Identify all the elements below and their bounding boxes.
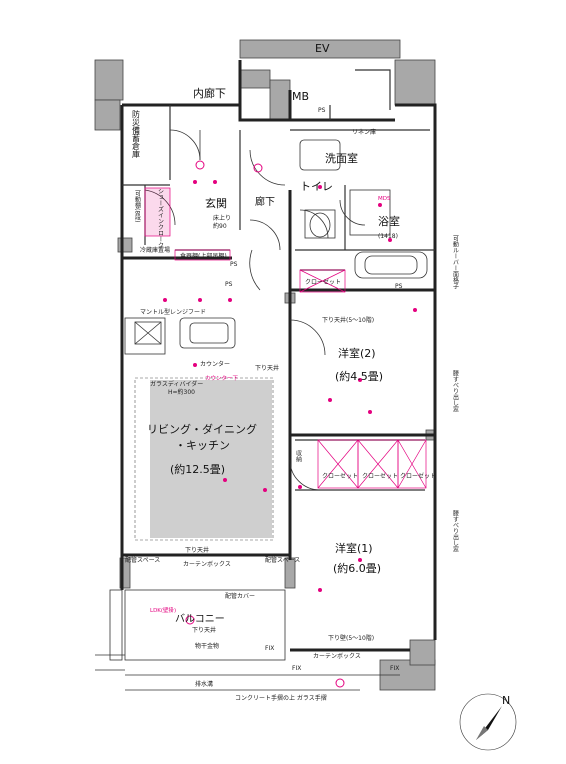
kitchen [124, 317, 236, 355]
label-hallway: 廊下 [255, 195, 275, 208]
label-closet-3: クローゼット [362, 472, 398, 480]
label-western2: 洋室(2) [338, 346, 376, 360]
label-mb: MB [292, 90, 309, 103]
label-movable-lattice: 可動ルーバー面格子 [452, 235, 459, 289]
label-downstairs-ceiling-ldk: 下り天井 [185, 546, 209, 554]
label-western1: 洋室(1) [335, 541, 373, 555]
label-balcony: バルコニー [175, 613, 225, 625]
label-drain: 排水溝 [195, 680, 213, 688]
label-curtain-box-ldk: カーテンボックス [183, 560, 231, 568]
compass-label: N [502, 694, 510, 707]
label-toilet: トイレ [300, 180, 333, 193]
label-pipe-space-1: 配管スペース [125, 556, 160, 564]
label-shoe-closet: シューズインクローク [157, 188, 164, 248]
label-ldk-1: リビング・ダイニング [147, 422, 257, 436]
bath-fixtures [299, 139, 428, 279]
label-ps-2: PS [225, 281, 233, 288]
north-compass: N [459, 693, 517, 751]
closets [144, 187, 427, 489]
label-washroom: 洗面室 [325, 151, 358, 165]
label-downstairs-ceiling-w2: 下り天井(5～10階) [322, 316, 374, 324]
interior-walls [120, 60, 437, 652]
electrical-symbols [163, 160, 417, 688]
label-bathroom: 浴室 [378, 214, 400, 228]
label-food-shelf: 食器棚(上部吊棚) [180, 252, 227, 260]
label-sliding-window-1: 腰すべり出し窓 [452, 370, 459, 412]
label-ldk-2: ・キッチン [175, 439, 230, 452]
label-mds: MDS [378, 196, 391, 202]
balcony [95, 589, 400, 691]
label-ev: EV [315, 42, 330, 55]
ldk-floor [150, 380, 272, 538]
label-storage: 収納 [295, 450, 302, 463]
doors [144, 129, 366, 491]
label-glass-divider: ガラスディバイダー [150, 380, 203, 388]
label-fridge: 冷蔵庫置場 [140, 246, 170, 254]
label-downstairs-ceiling-ldk2: 下り天井 [255, 364, 279, 372]
label-linen: リネン庫 [352, 128, 376, 136]
label-western2-size: (約4.5畳) [335, 369, 383, 383]
label-sliding-window-2: 腰すべり出し窓 [452, 510, 459, 552]
label-handrail: コンクリート手摺の上 ガラス手摺 [235, 694, 327, 702]
label-ps-3: PS [230, 261, 238, 268]
label-glass-divider-h: H=約300 [168, 388, 195, 396]
label-counter: カウンター [200, 360, 230, 368]
label-ldk-size: (約12.5畳) [170, 462, 225, 476]
label-downstairs-wall: 下り壁(5～10階) [328, 634, 374, 642]
label-closet-4: クローゼット [400, 472, 436, 480]
label-fix-3: FIX [390, 665, 399, 672]
label-western1-size: (約6.0畳) [333, 561, 381, 575]
label-floor-rise: 床上り [213, 214, 231, 222]
label-downstairs-ceiling-balcony: 下り天井 [192, 626, 216, 634]
label-drying: 物干金物 [195, 642, 219, 650]
label-ldk-power: LDK(壁掛) [150, 606, 176, 614]
label-floor-rise-val: 約90 [213, 222, 227, 230]
label-bath-size: (1418) [378, 233, 398, 240]
label-fix-1: FIX [265, 645, 274, 652]
label-closet-1: クローゼット [305, 278, 341, 286]
label-ps-4: PS [395, 283, 403, 290]
label-pipe-space-2: 配管スペース [265, 556, 300, 564]
label-counter-down: カウンター下 [205, 374, 239, 382]
label-curtain-box-w1: カーテンボックス [313, 652, 361, 660]
label-range: マントル型レンジフード [140, 308, 206, 316]
label-pipe-cover: 配管カバー [225, 592, 255, 600]
label-disaster-storage: 防災備蓄倉庫 [132, 109, 141, 159]
label-closet-2: クローゼット [322, 472, 358, 480]
label-inner-corridor: 内廊下 [193, 86, 226, 100]
label-fix-2: FIX [292, 665, 301, 672]
label-movable-shelf: 可動棚(8段) [134, 190, 141, 223]
label-ps-1: PS [318, 107, 326, 114]
label-entrance: 玄関 [205, 196, 227, 210]
